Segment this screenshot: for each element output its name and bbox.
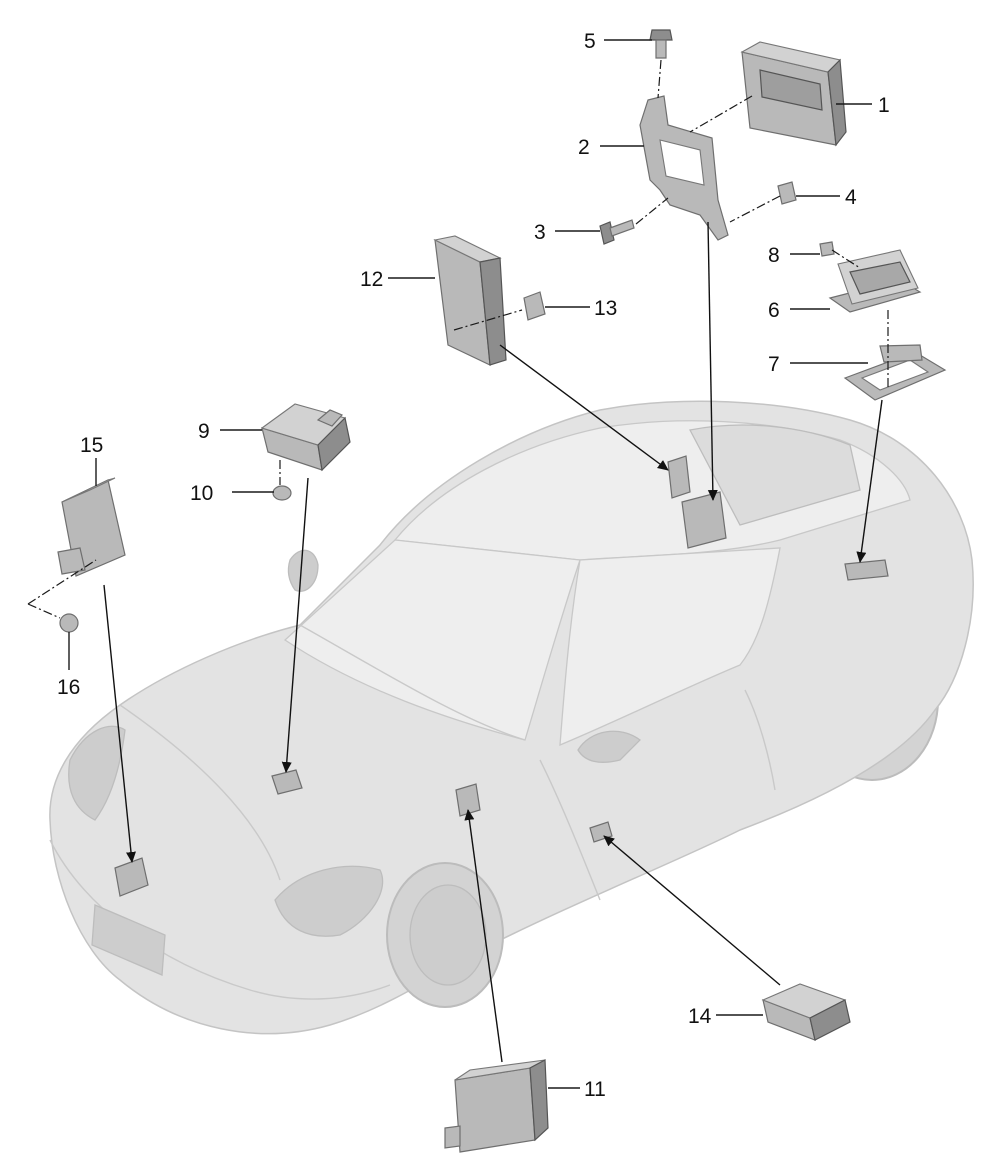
car-headlight-right	[274, 865, 384, 937]
label-part-3: 3	[534, 221, 546, 244]
label-part-6: 6	[768, 299, 780, 322]
label-part-14: 14	[688, 1005, 712, 1028]
assembly-lines	[27, 59, 889, 619]
installed-module-dash	[455, 783, 481, 817]
label-part-4: 4	[845, 186, 857, 209]
label-part-9: 9	[198, 420, 210, 443]
part-16-nut	[59, 613, 79, 633]
part-15-control-unit	[57, 477, 126, 577]
label-part-1: 1	[878, 94, 890, 117]
part-12-module	[433, 235, 507, 366]
label-part-11: 11	[584, 1078, 606, 1101]
car-side-intake	[744, 689, 776, 791]
part-9-control-unit	[260, 403, 351, 472]
label-part-7: 7	[768, 353, 780, 376]
label-part-15: 15	[80, 434, 103, 457]
label-part-10: 10	[190, 482, 213, 505]
installed-module-roof-a	[667, 455, 691, 499]
label-part-2: 2	[578, 136, 590, 159]
installed-module-rear	[844, 559, 889, 581]
car-mirror	[577, 730, 641, 763]
car-side-window	[559, 547, 781, 747]
car-mirror-left	[287, 549, 319, 592]
car-headlight-left	[68, 725, 126, 821]
part-14-control-unit	[761, 983, 851, 1041]
label-part-12: 12	[360, 268, 383, 291]
part-1-control-unit	[740, 41, 847, 147]
part-13-nut	[523, 291, 546, 321]
part-10-grommet	[272, 485, 292, 501]
front-wheel-rim	[409, 884, 487, 986]
part-4-nut	[777, 181, 797, 205]
car-door-line	[539, 759, 601, 901]
installed-module-roof-b	[681, 491, 727, 549]
part-3-bolt	[599, 219, 635, 245]
label-part-13: 13	[594, 297, 617, 320]
car-license-plate	[91, 904, 166, 976]
installed-modules	[114, 455, 889, 897]
car-hood-line	[119, 704, 281, 881]
car-sunroof	[689, 424, 861, 526]
car-front-bumper	[49, 839, 391, 1000]
callout-labels: 1 2 3 4 5 6 7 8 9 10 11 12 13 14 15 16	[57, 30, 890, 1101]
callout-leaders	[68, 39, 872, 1089]
part-5-bolt	[649, 29, 673, 59]
part-6-module	[828, 249, 922, 313]
label-part-8: 8	[768, 244, 780, 267]
label-part-5: 5	[584, 30, 596, 53]
part-7-frame	[843, 344, 947, 401]
label-part-16: 16	[57, 676, 80, 699]
location-arrows	[103, 221, 883, 1063]
car-fender-line	[299, 624, 526, 741]
part-8-screw	[819, 241, 835, 257]
part-2-bracket	[639, 95, 729, 241]
car-illustration	[49, 400, 974, 1035]
part-11-control-unit	[444, 1059, 549, 1153]
